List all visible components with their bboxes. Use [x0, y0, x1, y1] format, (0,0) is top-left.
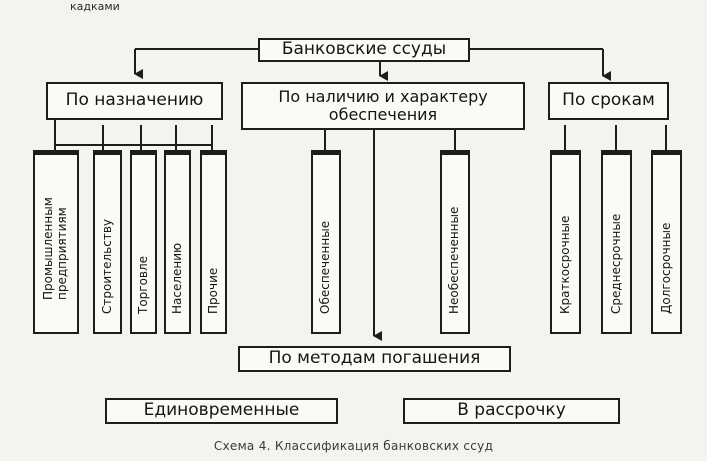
- leaf-industrial: Промышленным предприятиям: [33, 150, 79, 334]
- leaf-short-term-label: Краткосрочные: [557, 215, 572, 315]
- leaf-trade-label: Торговле: [135, 256, 150, 315]
- leaf-medium-term-label: Среднесрочные: [608, 213, 623, 315]
- leaf-unsecured: Необеспеченные: [440, 150, 470, 334]
- leaf-secured-label: Обеспеченные: [318, 221, 333, 315]
- category-security-line1: По наличию и характеру: [278, 86, 488, 106]
- leaf-long-term-label: Долгосрочные: [658, 222, 673, 315]
- leaf-long-term: Долгосрочные: [651, 150, 682, 334]
- leaf-unsecured-label: Необеспеченные: [447, 206, 462, 315]
- leaf-trade: Торговле: [130, 150, 157, 334]
- category-security: По наличию и характеру обеспечения: [241, 82, 525, 130]
- leaf-industrial-label: Промышленным предприятиям: [41, 197, 69, 301]
- leaf-lump-sum: Единовременные: [105, 398, 338, 424]
- leaf-population-label: Населению: [169, 243, 184, 315]
- leaf-other: Прочие: [200, 150, 227, 334]
- leaf-short-term: Краткосрочные: [550, 150, 581, 334]
- leaf-population: Населению: [164, 150, 191, 334]
- root-node: Банковские ссуды: [258, 38, 470, 62]
- cropped-top-text: кадками: [70, 0, 120, 13]
- leaf-other-label: Прочие: [205, 267, 220, 315]
- category-term: По срокам: [548, 82, 669, 120]
- category-repayment: По методам погашения: [238, 346, 511, 372]
- leaf-installments: В рассрочку: [403, 398, 620, 424]
- leaf-construction-label: Строительству: [99, 219, 114, 315]
- category-security-line2: обеспечения: [328, 105, 438, 124]
- leaf-medium-term: Среднесрочные: [601, 150, 632, 334]
- figure-caption: Схема 4. Классификация банковских ссуд: [213, 439, 494, 453]
- leaf-construction: Строительству: [93, 150, 122, 334]
- leaf-secured: Обеспеченные: [311, 150, 341, 334]
- category-purpose: По назначению: [46, 82, 223, 120]
